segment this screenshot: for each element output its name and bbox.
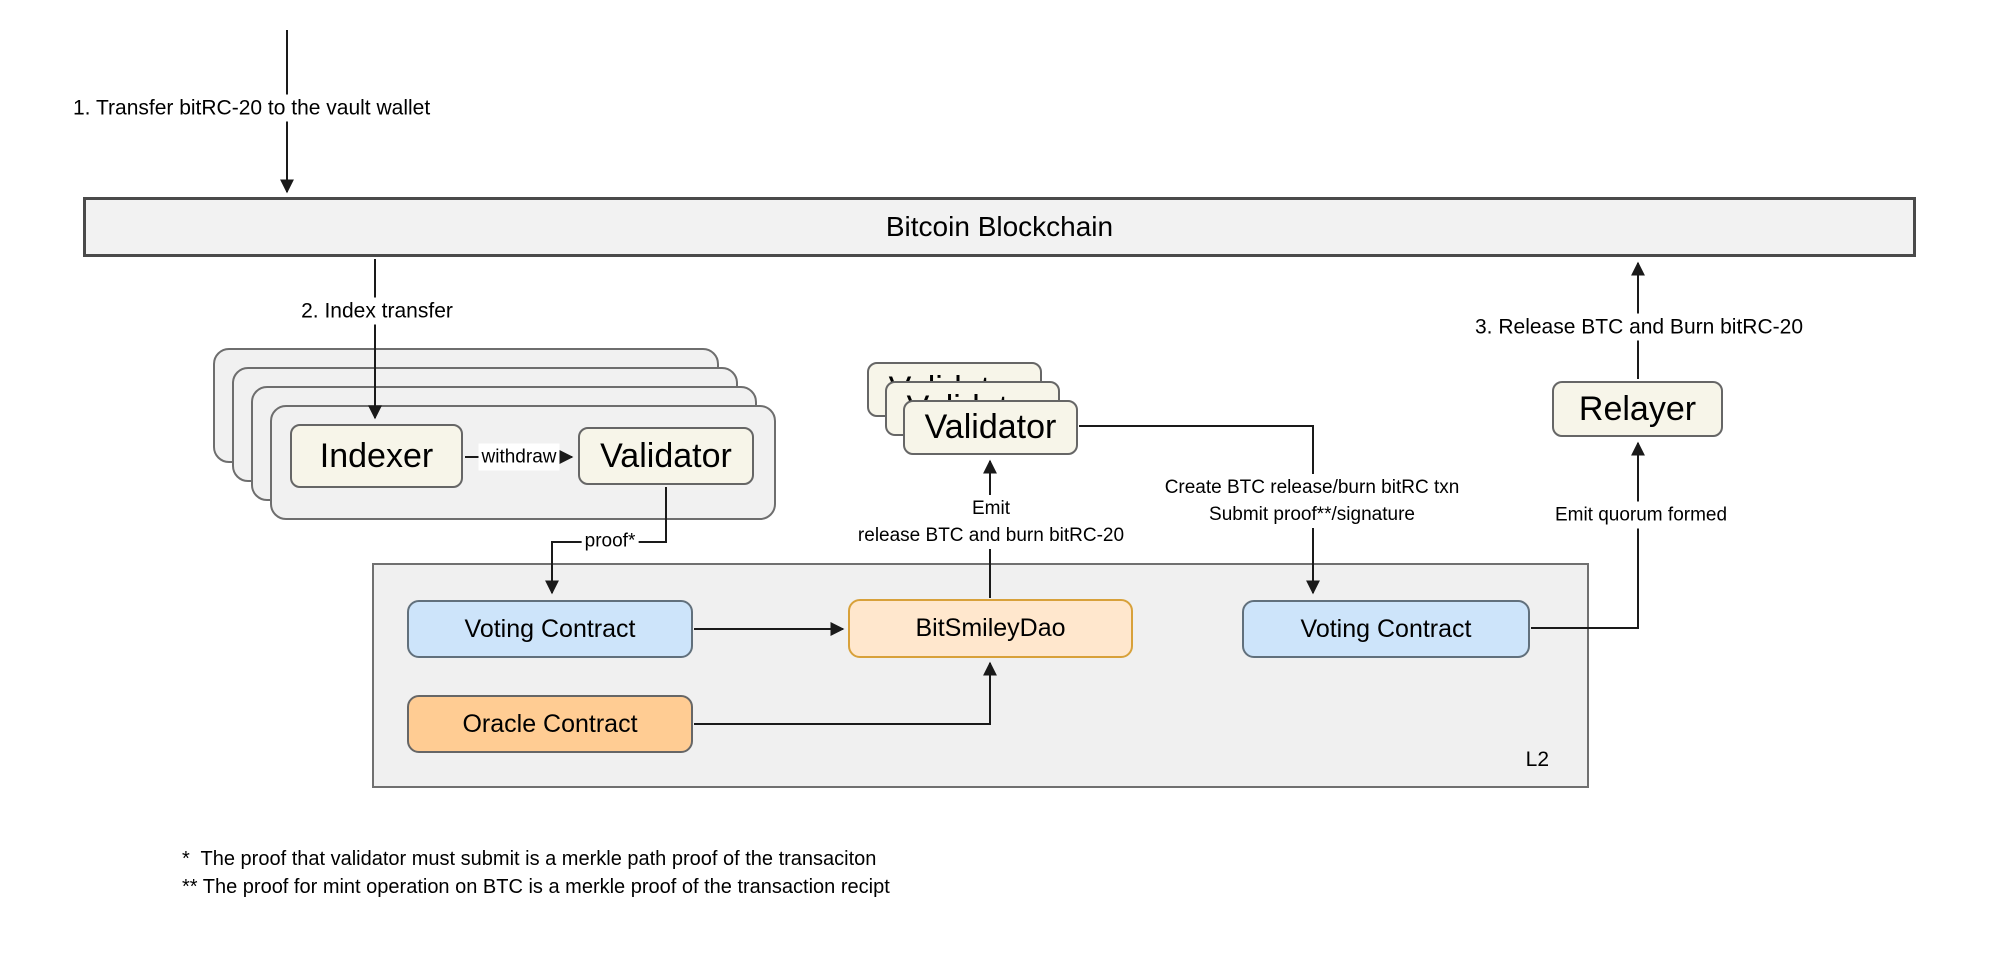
bitsmiley-dao-node: BitSmileyDao: [848, 599, 1133, 658]
emit-release-edge-label: Emit release BTC and burn bitRC-20: [854, 495, 1128, 549]
validator-front-label: Validator: [924, 408, 1057, 446]
withdraw-edge-label: withdraw: [478, 443, 560, 471]
relayer-label: Relayer: [1578, 389, 1697, 428]
oracle-contract-node: Oracle Contract: [407, 695, 693, 753]
oracle-contract-label: Oracle Contract: [462, 709, 638, 738]
validator-stack-card-front: Validator: [903, 400, 1078, 455]
voting-contract-right-node: Voting Contract: [1242, 600, 1530, 658]
emit-quorum-edge-label: Emit quorum formed: [1551, 501, 1731, 529]
footnote-1: * The proof that validator must submit i…: [182, 848, 877, 870]
create-txn-line-2: Submit proof**/signature: [1209, 504, 1415, 525]
create-txn-line-1: Create BTC release/burn bitRC txn: [1164, 477, 1460, 498]
step-1-label: 1. Transfer bitRC-20 to the vault wallet: [70, 94, 434, 122]
voting-contract-left-node: Voting Contract: [407, 600, 693, 658]
emit-release-line-1: Emit: [971, 498, 1010, 519]
bitcoin-blockchain-bar: Bitcoin Blockchain: [83, 197, 1916, 257]
relayer-node: Relayer: [1552, 381, 1723, 437]
step-3-label: 3. Release BTC and Burn bitRC-20: [1472, 313, 1806, 341]
validator-left-node: Validator: [578, 427, 754, 485]
indexer-node: Indexer: [290, 424, 463, 488]
l2-label: L2: [1525, 748, 1549, 771]
footnote-2: ** The proof for mint operation on BTC i…: [182, 875, 890, 898]
l2-container: L2: [372, 563, 1589, 788]
emit-release-line-2: release BTC and burn bitRC-20: [857, 525, 1125, 546]
voting-contract-left-label: Voting Contract: [464, 614, 636, 643]
bitcoin-blockchain-label: Bitcoin Blockchain: [885, 211, 1114, 242]
validator-left-label: Validator: [600, 436, 732, 475]
bitsmiley-dao-label: BitSmileyDao: [915, 614, 1066, 642]
indexer-label: Indexer: [319, 436, 434, 475]
footnotes: * The proof that validator must submit i…: [182, 846, 890, 901]
step-2-label: 2. Index transfer: [298, 297, 456, 325]
create-txn-edge-label: Create BTC release/burn bitRC txn Submit…: [1161, 474, 1463, 528]
proof-edge-label: proof*: [581, 527, 639, 555]
voting-contract-right-label: Voting Contract: [1300, 614, 1472, 643]
